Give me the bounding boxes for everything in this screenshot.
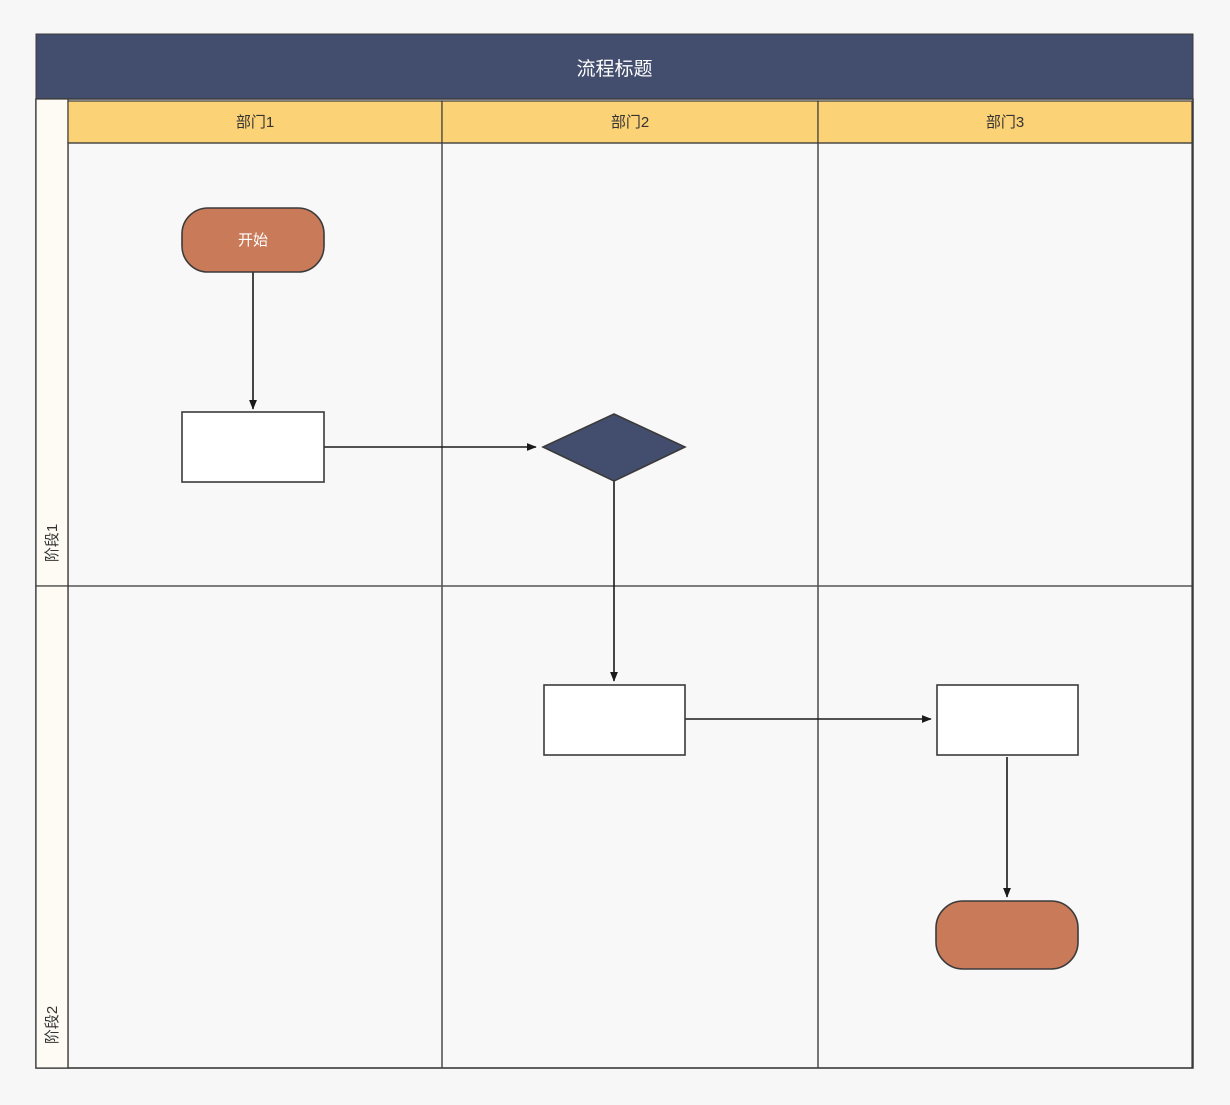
grid-outer-frame [67, 142, 1193, 1069]
connector-layer [249, 272, 1011, 898]
node-start-label: 开始 [238, 232, 268, 249]
node-task-1-shape [181, 411, 325, 483]
phase-header-cell-2[interactable]: 阶段2 [35, 585, 69, 1069]
node-end[interactable] [935, 900, 1079, 970]
lane-header-row: 部门1 部门2 部门3 [67, 100, 1193, 144]
phase-header-label-1: 阶段1 [44, 524, 61, 562]
phase-header-label-2: 阶段2 [44, 1006, 61, 1044]
node-start[interactable]: 开始 [181, 207, 325, 273]
node-end-shape [935, 900, 1079, 970]
lane-header-cell-3[interactable]: 部门3 [817, 100, 1193, 144]
title-bar: 流程标题 [35, 33, 1194, 100]
lane-header-cell-2[interactable]: 部门2 [441, 100, 819, 144]
node-task-3-shape [936, 684, 1079, 756]
node-task-3[interactable] [936, 684, 1079, 756]
node-task-2[interactable] [543, 684, 686, 756]
node-start-shape [181, 207, 325, 273]
phase-header-cell-1[interactable]: 阶段1 [35, 98, 69, 587]
node-decision-shape [541, 413, 687, 482]
lane-header-label-2: 部门2 [611, 114, 649, 131]
page-title: 流程标题 [576, 58, 652, 80]
node-task-2-shape [543, 684, 686, 756]
phase-header-column: 阶段1 阶段2 [35, 98, 69, 1069]
node-decision[interactable] [541, 413, 687, 482]
lane-header-cell-1[interactable]: 部门1 [67, 100, 443, 144]
lane-header-label-3: 部门3 [986, 114, 1024, 131]
title-bar-background [35, 33, 1194, 100]
swimlane-grid [67, 142, 1193, 1069]
phase-header-cell-2-background [35, 585, 69, 1069]
lane-header-label-1: 部门1 [236, 114, 274, 131]
node-task-1[interactable] [181, 411, 325, 483]
phase-header-cell-1-background [35, 98, 69, 587]
